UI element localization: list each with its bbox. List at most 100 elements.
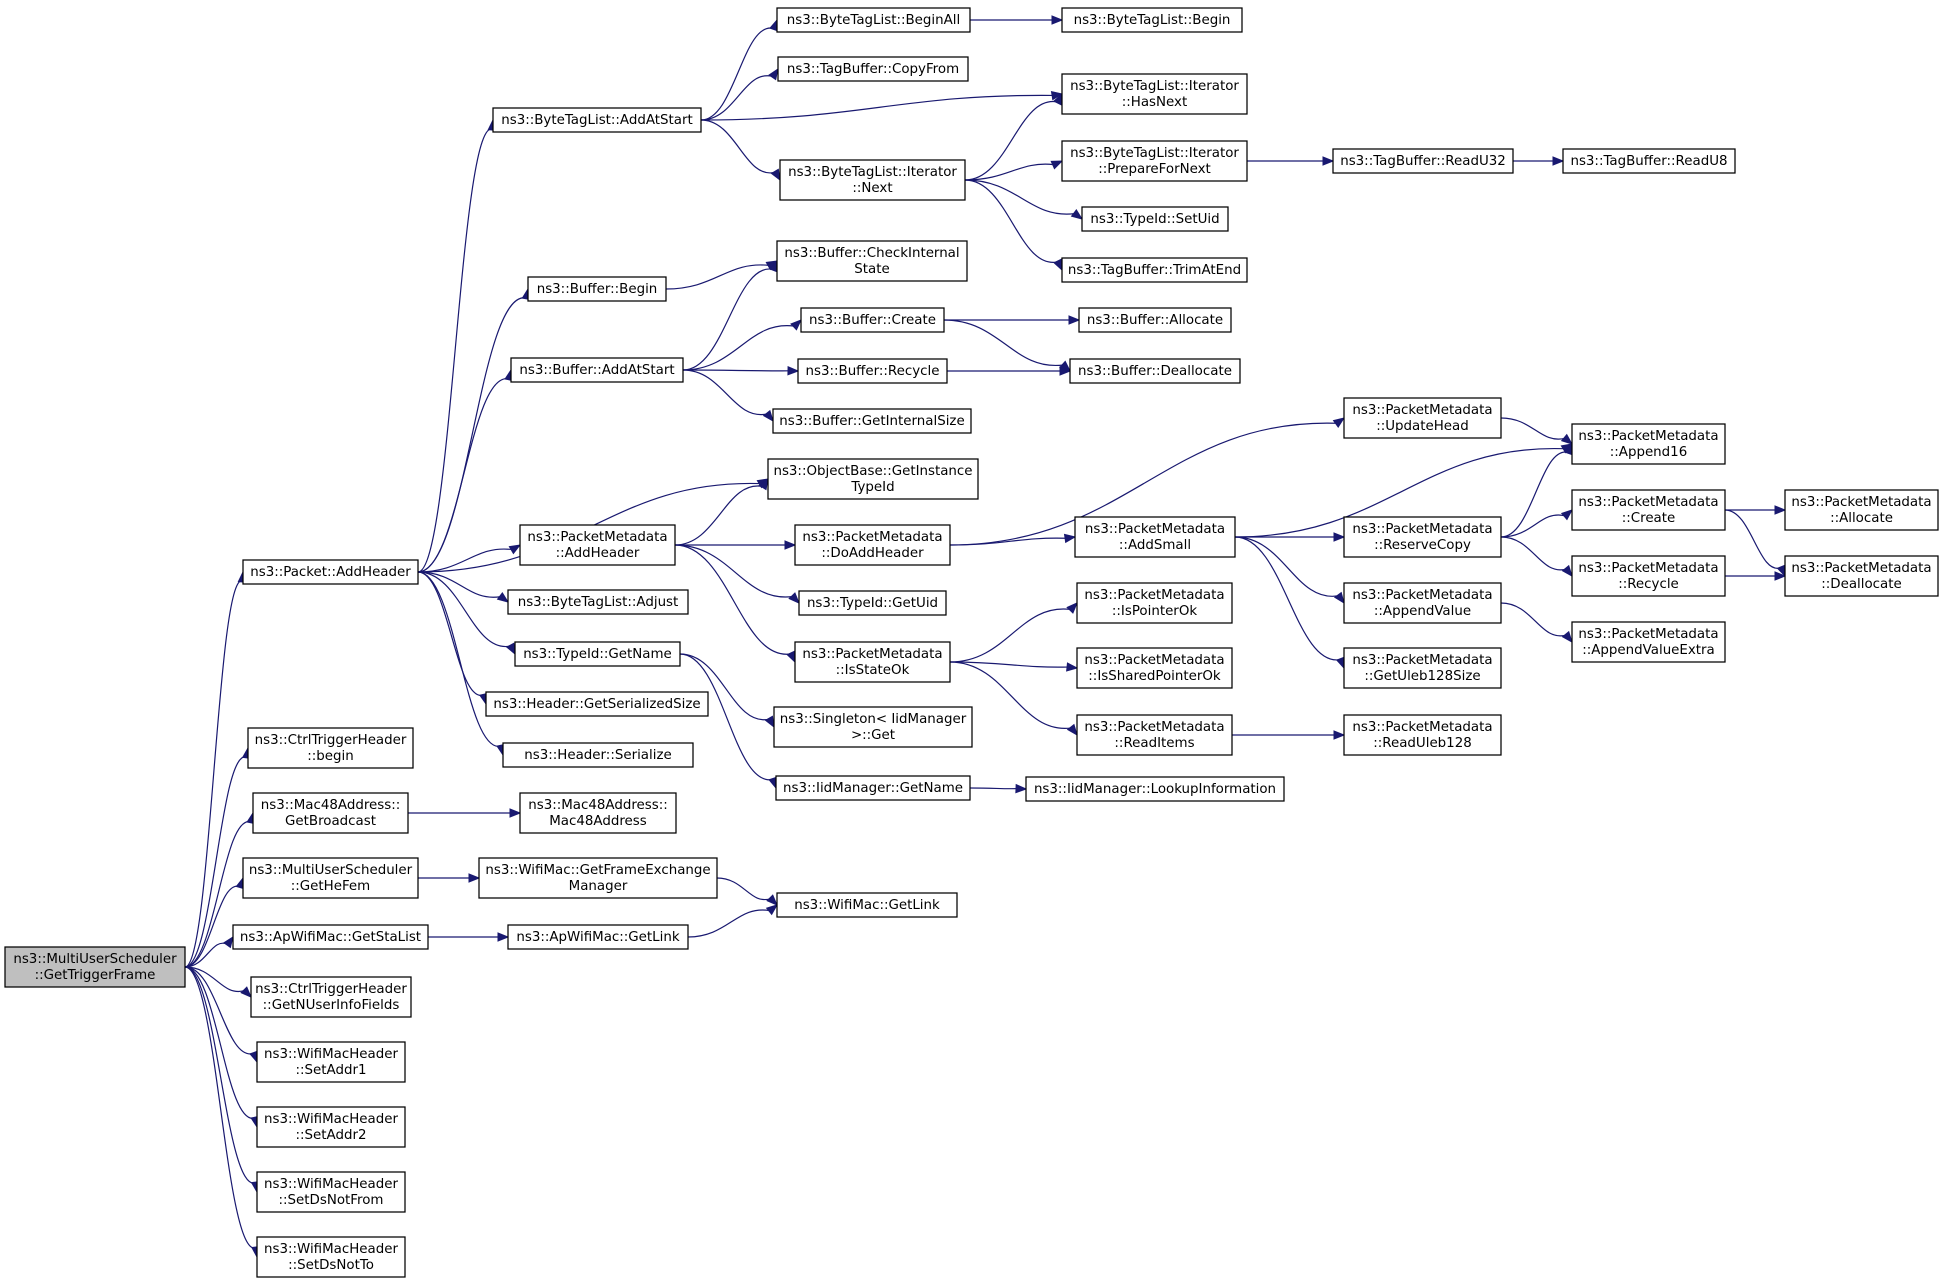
node-tb-trimatend[interactable]: ns3::TagBuffer::TrimAtEnd — [1061, 257, 1248, 283]
edge-line — [1500, 602, 1567, 637]
node-pm-appendvalue[interactable]: ns3::PacketMetadata::AppendValue — [1343, 582, 1502, 624]
edge-line — [679, 653, 774, 781]
node-pm-allocate[interactable]: ns3::PacketMetadata::Allocate — [1784, 489, 1939, 531]
arrowhead-icon — [223, 935, 234, 949]
node-pm-recycle[interactable]: ns3::PacketMetadata::Recycle — [1571, 555, 1726, 597]
node-pm-appendvalueextra[interactable]: ns3::PacketMetadata::AppendValueExtra — [1571, 621, 1726, 663]
node-buf-create[interactable]: ns3::Buffer::Create — [800, 307, 945, 333]
edge-line — [700, 27, 775, 121]
edge-line — [674, 485, 764, 546]
edge-line — [417, 548, 513, 573]
edge-line — [184, 942, 228, 968]
node-iid-lookupinfo[interactable]: ns3::IidManager::LookupInformation — [1025, 776, 1285, 802]
node-btl-beginall[interactable]: ns3::ByteTagList::BeginAll — [776, 7, 971, 33]
edge-pkt-addheader-to-btl-adjust — [417, 571, 510, 603]
node-typeid-getuid[interactable]: ns3::TypeId::GetUid — [798, 590, 947, 616]
node-pkt-addheader[interactable]: ns3::Packet::AddHeader — [242, 559, 419, 585]
node-iid-getname[interactable]: ns3::IidManager::GetName — [775, 775, 971, 801]
node-label-line: ::GetHeFem — [291, 879, 370, 894]
edge-btl-addatstart-to-btli-hasnext — [700, 90, 1064, 121]
node-mac48-getbroadcast[interactable]: ns3::Mac48Address::GetBroadcast — [252, 792, 409, 834]
node-label-line: ns3::ByteTagList::BeginAll — [787, 13, 960, 28]
node-pm-getuleb128size[interactable]: ns3::PacketMetadata::GetUleb128Size — [1343, 647, 1502, 689]
node-buf-begin[interactable]: ns3::Buffer::Begin — [527, 276, 667, 302]
node-wm-getlink[interactable]: ns3::WifiMac::GetLink — [776, 892, 958, 918]
node-pm-deallocate[interactable]: ns3::PacketMetadata::Deallocate — [1784, 555, 1939, 597]
node-pm-isstateok[interactable]: ns3::PacketMetadata::IsStateOk — [794, 641, 951, 683]
arrowhead-icon — [762, 409, 774, 423]
node-typeid-setuid[interactable]: ns3::TypeId::SetUid — [1081, 206, 1229, 232]
node-buf-deallocate[interactable]: ns3::Buffer::Deallocate — [1069, 358, 1241, 384]
node-buf-recycle[interactable]: ns3::Buffer::Recycle — [797, 358, 948, 384]
node-btli-next[interactable]: ns3::ByteTagList::Iterator::Next — [779, 159, 966, 201]
edge-root-to-wmh-setdsnotto — [184, 966, 261, 1259]
node-mus-gethefem[interactable]: ns3::MultiUserScheduler::GetHeFem — [242, 857, 419, 899]
node-mac48-ctor[interactable]: ns3::Mac48Address::Mac48Address — [519, 792, 677, 834]
node-buf-allocate[interactable]: ns3::Buffer::Allocate — [1078, 307, 1232, 333]
node-box — [1571, 489, 1726, 531]
node-pm-reservecopy[interactable]: ns3::PacketMetadata::ReserveCopy — [1343, 516, 1502, 558]
edge-line — [700, 75, 774, 121]
node-label-line: ns3::WifiMacHeader — [264, 1177, 398, 1192]
edge-line — [682, 369, 790, 372]
node-tb-readu8[interactable]: ns3::TagBuffer::ReadU8 — [1562, 148, 1736, 174]
node-wmh-setdsnotto[interactable]: ns3::WifiMacHeader::SetDsNotTo — [256, 1236, 406, 1278]
node-ctrl-begin[interactable]: ns3::CtrlTriggerHeader::begin — [247, 727, 414, 769]
node-pm-readuleb128[interactable]: ns3::PacketMetadata::ReadUleb128 — [1343, 714, 1502, 756]
node-label-line: ::SetDsNotFrom — [279, 1193, 384, 1208]
node-box — [776, 892, 958, 918]
node-box — [1571, 555, 1726, 597]
node-label-line: ns3::CtrlTriggerHeader — [255, 733, 407, 748]
node-pm-readitems[interactable]: ns3::PacketMetadata::ReadItems — [1076, 714, 1233, 756]
node-ap-getstalist[interactable]: ns3::ApWifiMac::GetStaList — [232, 924, 429, 950]
node-box — [242, 559, 419, 585]
node-pm-addheader[interactable]: ns3::PacketMetadata::AddHeader — [519, 524, 676, 566]
node-label-line: ::SetAddr2 — [296, 1128, 367, 1143]
node-label-line: ns3::Buffer::Deallocate — [1078, 364, 1232, 379]
node-pm-doaddheader[interactable]: ns3::PacketMetadata::DoAddHeader — [794, 524, 951, 566]
node-btl-adjust[interactable]: ns3::ByteTagList::Adjust — [507, 589, 689, 615]
node-label-line: ns3::PacketMetadata — [1352, 522, 1492, 537]
edge-line — [682, 325, 795, 371]
node-btl-addatstart[interactable]: ns3::ByteTagList::AddAtStart — [492, 107, 702, 133]
node-pm-append16[interactable]: ns3::PacketMetadata::Append16 — [1571, 423, 1726, 465]
node-singleton-get[interactable]: ns3::Singleton< IidManager >::Get — [773, 706, 973, 748]
node-box — [767, 458, 979, 500]
node-wmh-setaddr1[interactable]: ns3::WifiMacHeader::SetAddr1 — [256, 1041, 406, 1083]
node-btli-hasnext[interactable]: ns3::ByteTagList::Iterator::HasNext — [1061, 73, 1248, 115]
node-label-line: ns3::PacketMetadata — [1791, 495, 1931, 510]
node-box — [256, 1236, 406, 1278]
node-label-line: ::AppendValue — [1374, 604, 1471, 619]
node-btl-begin[interactable]: ns3::ByteTagList::Begin — [1061, 7, 1243, 33]
node-typeid-getname[interactable]: ns3::TypeId::GetName — [514, 641, 681, 667]
node-hdr-getsersize[interactable]: ns3::Header::GetSerializedSize — [485, 691, 709, 717]
node-box — [492, 107, 702, 133]
node-btli-preparefornext[interactable]: ns3::ByteTagList::Iterator::PrepareForNe… — [1061, 140, 1248, 182]
node-pm-updatehead[interactable]: ns3::PacketMetadata::UpdateHead — [1343, 397, 1502, 439]
node-tb-readu32[interactable]: ns3::TagBuffer::ReadU32 — [1332, 148, 1514, 174]
node-pm-addsmall[interactable]: ns3::PacketMetadata::AddSmall — [1074, 516, 1236, 558]
node-label-line: ns3::PacketMetadata — [1578, 561, 1718, 576]
node-buf-getinternalsize[interactable]: ns3::Buffer::GetInternalSize — [772, 408, 972, 434]
node-pm-issharedpointerok[interactable]: ns3::PacketMetadata::IsSharedPointerOk — [1076, 647, 1233, 689]
arrowhead-icon — [1066, 723, 1078, 737]
node-ap-getlink[interactable]: ns3::ApWifiMac::GetLink — [507, 924, 689, 950]
node-wmh-setaddr2[interactable]: ns3::WifiMacHeader::SetAddr2 — [256, 1106, 406, 1148]
node-pm-ispointerok[interactable]: ns3::PacketMetadata::IsPointerOk — [1076, 582, 1233, 624]
node-label-line: ns3::PacketMetadata — [527, 530, 667, 545]
edge-line — [184, 756, 248, 968]
arrowhead-icon — [1051, 15, 1064, 25]
node-root[interactable]: ns3::MultiUserScheduler::GetTriggerFrame — [4, 946, 186, 988]
node-pm-create[interactable]: ns3::PacketMetadata::Create — [1571, 489, 1726, 531]
node-hdr-serialize[interactable]: ns3::Header::Serialize — [502, 742, 694, 768]
node-wmh-setdsnotfrom[interactable]: ns3::WifiMacHeader::SetDsNotFrom — [256, 1171, 406, 1213]
node-tb-copyfrom[interactable]: ns3::TagBuffer::CopyFrom — [777, 56, 969, 82]
node-ctrl-getnuser[interactable]: ns3::CtrlTriggerHeader::GetNUserInfoFiel… — [250, 976, 412, 1018]
edge-btli-next-to-typeid-setuid — [964, 179, 1084, 220]
edge-buf-recycle-to-buf-deallocate — [946, 366, 1072, 376]
node-buf-addatstart[interactable]: ns3::Buffer::AddAtStart — [510, 357, 684, 383]
node-label-line: ns3::Buffer::Create — [809, 313, 936, 328]
